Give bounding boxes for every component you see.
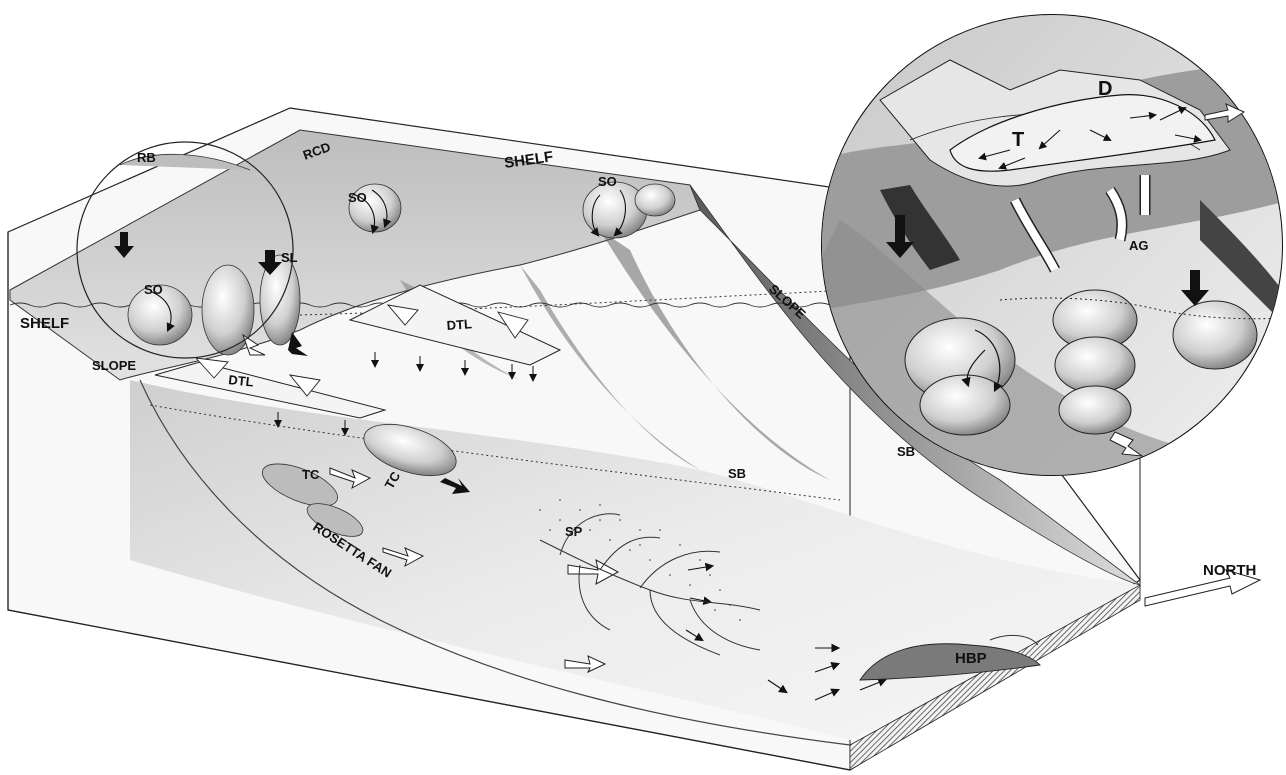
label-rb: RB [137, 150, 156, 165]
label-inset-d: D [1098, 78, 1112, 100]
label-sl: SL [281, 250, 298, 265]
label-inset-t: T [1012, 129, 1024, 151]
label-sb-center: SB [728, 466, 746, 481]
label-tc-left: TC [302, 467, 320, 482]
label-so-right: SO [598, 174, 617, 189]
label-hbp: HBP [955, 650, 987, 667]
label-inset-ag: AG [1129, 238, 1149, 253]
label-slope-left: SLOPE [92, 358, 136, 373]
label-north: NORTH [1203, 562, 1256, 579]
label-shelf-left: SHELF [20, 315, 69, 332]
label-sb-right: SB [897, 444, 915, 459]
label-so-left: SO [144, 282, 163, 297]
label-sp: SP [565, 524, 583, 539]
label-dtl-upper: DTL [446, 316, 472, 333]
label-so-middle: SO [348, 190, 367, 205]
label-dtl-lower: DTL [228, 372, 255, 390]
